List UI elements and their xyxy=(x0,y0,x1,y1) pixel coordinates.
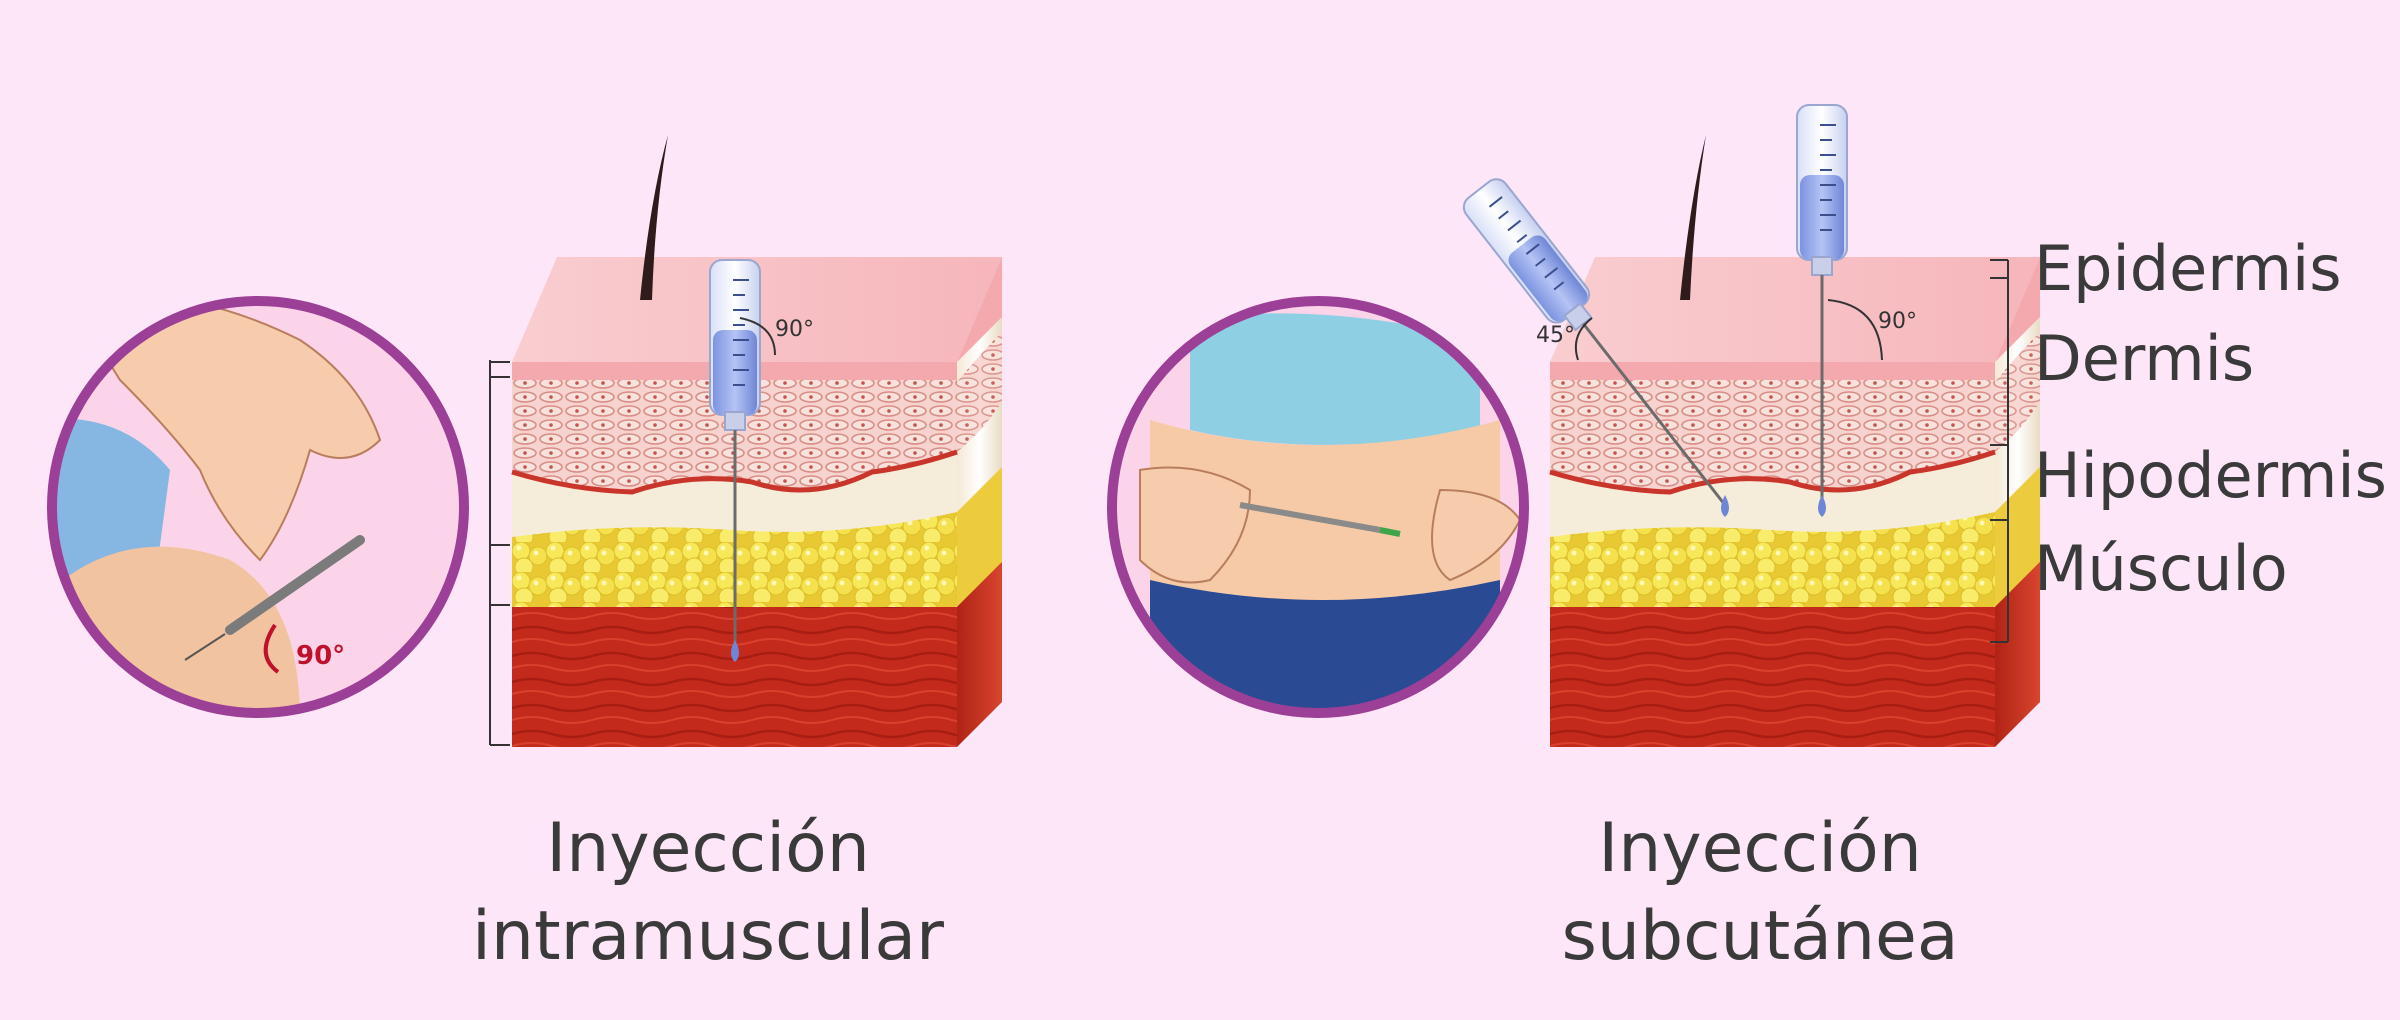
im-block-angle: 90° xyxy=(775,317,814,342)
hair-icon xyxy=(640,135,668,300)
drop-icon xyxy=(731,640,739,662)
sc-block-angle-angled: 45° xyxy=(1536,323,1575,348)
intramuscular-skin-block: 90° xyxy=(489,135,1002,747)
caption-intramuscular-line1: Inyección xyxy=(546,809,870,888)
label-muscle: Músculo xyxy=(2034,532,2288,605)
label-epidermis: Epidermis xyxy=(2034,232,2342,305)
caption-intramuscular-line2: intramuscular xyxy=(471,897,945,976)
im-inset-angle: 90° xyxy=(296,641,345,671)
drop-icon xyxy=(1818,495,1826,517)
subcutaneous-skin-block: 45° 90° xyxy=(1457,103,2040,747)
caption-subcutaneous: Inyección subcutánea xyxy=(1410,805,2110,981)
caption-intramuscular: Inyección intramuscular xyxy=(358,805,1058,981)
angle-arc-icon xyxy=(263,623,280,674)
sc-block-angle-vertical: 90° xyxy=(1878,309,1917,334)
label-hypodermis: Hipodermis xyxy=(2034,439,2387,512)
layer-brackets xyxy=(1990,259,2009,643)
hair-icon xyxy=(1680,135,1706,300)
caption-subcutaneous-line1: Inyección xyxy=(1598,809,1922,888)
drop-icon xyxy=(1721,495,1729,517)
subcutaneous-inset xyxy=(1107,296,1529,718)
caption-subcutaneous-line2: subcutánea xyxy=(1561,897,1959,976)
label-dermis: Dermis xyxy=(2034,322,2255,395)
intramuscular-inset: 90° xyxy=(47,296,469,718)
